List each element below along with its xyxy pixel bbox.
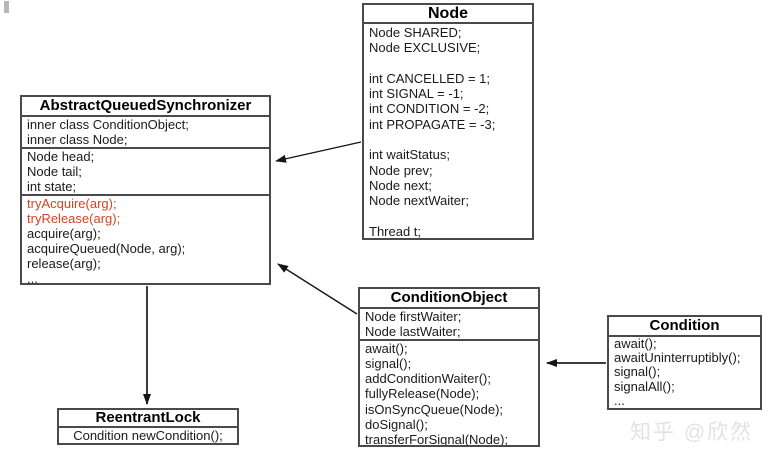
class-member: await(); xyxy=(365,341,408,357)
class-member: Node prev; xyxy=(369,162,433,178)
class-member: await(); xyxy=(614,336,657,351)
class-abstractqueuedsynchronizer: AbstractQueuedSynchronizer inner class C… xyxy=(20,95,271,285)
class-section: Node SHARED;Node EXCLUSIVE; int CANCELLE… xyxy=(364,25,532,239)
class-member: Condition newCondition(); xyxy=(73,428,223,443)
class-reentrantlock: ReentrantLock Condition newCondition(); xyxy=(57,408,239,445)
class-sections: await();awaitUninterruptibly();signal();… xyxy=(609,336,760,408)
class-member: signal(); xyxy=(614,364,661,380)
class-member: signalAll(); xyxy=(614,378,675,394)
class-member: Node head; xyxy=(27,149,95,164)
class-member: Node nextWaiter; xyxy=(369,193,469,209)
class-member: addConditionWaiter(); xyxy=(365,371,491,387)
class-node: Node Node SHARED;Node EXCLUSIVE; int CAN… xyxy=(362,3,534,240)
class-sections: Node SHARED;Node EXCLUSIVE; int CANCELLE… xyxy=(364,24,532,239)
class-member: Node lastWaiter; xyxy=(365,324,461,340)
class-title: ConditionObject xyxy=(360,289,538,309)
class-member: int PROPAGATE = -3; xyxy=(369,116,496,132)
class-member: isOnSyncQueue(Node); xyxy=(365,401,504,417)
blank-line xyxy=(364,56,532,71)
class-member: int waitStatus; xyxy=(369,147,450,163)
class-member: tryAcquire(arg); xyxy=(27,196,117,211)
blank-line xyxy=(364,209,532,224)
class-sections: Node firstWaiter;Node lastWaiter;await()… xyxy=(360,309,538,447)
class-section: Node head;Node tail;int state; xyxy=(22,147,269,194)
class-member: ... xyxy=(27,271,38,285)
class-member: int CANCELLED = 1; xyxy=(369,70,491,86)
class-member: Node tail; xyxy=(27,164,82,179)
watermark: 知乎 @欣然 xyxy=(630,421,754,444)
class-member: tryRelease(arg); xyxy=(27,211,121,226)
class-member: acquire(arg); xyxy=(27,226,101,241)
class-member: doSignal(); xyxy=(365,416,428,432)
class-member: int state; xyxy=(27,179,77,194)
class-title: AbstractQueuedSynchronizer xyxy=(22,97,269,117)
class-member: Node next; xyxy=(369,177,432,193)
class-member: ... xyxy=(614,392,625,408)
class-member: Thread t; xyxy=(369,223,422,239)
class-member: int SIGNAL = -1; xyxy=(369,86,464,102)
corner-artifact xyxy=(4,1,9,13)
class-title: Condition xyxy=(609,317,760,337)
class-member: inner class ConditionObject; xyxy=(27,117,189,132)
class-sections: inner class ConditionObject;inner class … xyxy=(22,117,269,285)
class-title: ReentrantLock xyxy=(59,410,237,428)
class-member: Node EXCLUSIVE; xyxy=(369,40,481,56)
arrow-node-to-aqs xyxy=(275,141,362,163)
class-section: await();signal();addConditionWaiter();fu… xyxy=(360,339,538,447)
class-member: fullyRelease(Node); xyxy=(365,386,480,402)
class-section: Condition newCondition(); xyxy=(59,428,237,443)
class-conditionobject: ConditionObject Node firstWaiter;Node la… xyxy=(358,287,540,447)
class-member: int CONDITION = -2; xyxy=(369,101,490,117)
class-section: await();awaitUninterruptibly();signal();… xyxy=(609,336,760,408)
class-member: signal(); xyxy=(365,356,412,372)
class-section: inner class ConditionObject;inner class … xyxy=(22,117,269,147)
class-section: tryAcquire(arg);tryRelease(arg);acquire(… xyxy=(22,194,269,285)
class-title: Node xyxy=(364,5,532,24)
class-sections: Condition newCondition(); xyxy=(59,428,237,443)
class-member: transferForSignal(Node); xyxy=(365,431,509,447)
class-member: acquireQueued(Node, arg); xyxy=(27,241,186,256)
class-member: release(arg); xyxy=(27,256,101,271)
class-member: Node SHARED; xyxy=(369,25,462,40)
class-member: awaitUninterruptibly(); xyxy=(614,350,741,366)
class-member: Node firstWaiter; xyxy=(365,309,462,324)
class-member: inner class Node; xyxy=(27,132,128,147)
class-section: Node firstWaiter;Node lastWaiter; xyxy=(360,309,538,339)
arrow-conditionobject-to-aqs xyxy=(277,263,358,315)
class-condition: Condition await();awaitUninterruptibly()… xyxy=(607,315,762,410)
blank-line xyxy=(364,132,532,147)
